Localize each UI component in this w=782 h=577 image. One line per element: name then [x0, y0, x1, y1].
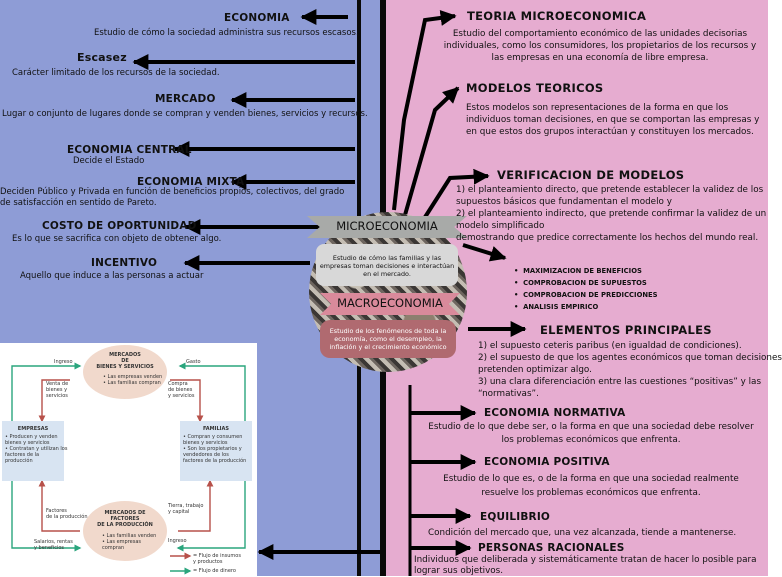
- empresas-title: EMPRESAS: [17, 426, 49, 432]
- bullet-list: • MAXIMIZACION DE BENEFICIOS • COMPROBAC…: [514, 265, 658, 313]
- mercado-title: MERCADO: [155, 93, 216, 105]
- economia-mixta-desc2: de satisfacción en sentido de Pareto.: [0, 198, 157, 208]
- economia-central-title: ECONOMIA CENTRAL: [67, 144, 192, 156]
- micro-desc: Estudio de cómo las familias y las empre…: [319, 254, 455, 278]
- teoria-title: TEORIA MICROECONOMICA: [467, 9, 647, 23]
- equilibrio-title: EQUILIBRIO: [480, 511, 551, 523]
- macro-label: MACROECONOMIA: [337, 296, 443, 310]
- elementos-line-1: 1) el supuesto ceteris paribus (en igual…: [478, 341, 742, 351]
- arrow-teoria: [392, 9, 457, 211]
- equilibrio-desc: Condición del mercado que, una vez alcan…: [428, 528, 737, 538]
- verificacion-line-5: demostrando que predice correctamente lo…: [456, 233, 759, 243]
- empresas-items: • Producen y venden bienes y servicios• …: [5, 434, 68, 464]
- verificacion-line-3: 2) el planteamiento indirecto, que prete…: [456, 209, 767, 219]
- gasto-label: Gasto: [186, 359, 201, 365]
- economia-mixta-title: ECONOMIA MIXTA: [137, 176, 245, 188]
- verificacion-line-4: modelo simplificado: [456, 221, 545, 231]
- bullet-item: • ANALISIS EMPIRICO: [514, 303, 599, 311]
- personas-line-2: lograr sus objetivos.: [414, 566, 504, 576]
- elementos-line-5: “normativas”.: [478, 389, 539, 399]
- mercado-desc: Lugar o conjunto de lugares donde se com…: [2, 109, 368, 119]
- economia-title: ECONOMIA: [224, 12, 290, 24]
- elementos-line-2: 2) el supuesto de que los agentes económ…: [478, 353, 782, 363]
- flow-arrows: [11, 362, 246, 575]
- arrow-verificacion: [418, 168, 490, 227]
- mercados-bs-items: • Las empresas venden• Las familias comp…: [103, 374, 163, 386]
- positiva-line-1: Estudio de lo que es, o de la forma en q…: [443, 474, 739, 484]
- normativa-line-2: los problemas económicos que enfrenta.: [501, 435, 681, 445]
- bullet-item: • COMPROBACION DE SUPUESTOS: [514, 279, 647, 287]
- teoria-desc: Estudio del comportamiento económico de …: [443, 29, 757, 63]
- familias-title: FAMILIAS: [202, 426, 230, 432]
- economia-desc: Estudio de cómo la sociedad administra s…: [94, 28, 359, 38]
- positiva-title: ECONOMIA POSITIVA: [484, 456, 610, 468]
- bullet-item: • COMPROBACION DE PREDICCIONES: [514, 291, 658, 299]
- bullet-item: • MAXIMIZACION DE BENEFICIOS: [514, 267, 642, 275]
- macro-desc-box: [320, 320, 456, 358]
- modelos-desc: Estos modelos son representaciones de la…: [466, 103, 760, 137]
- verificacion-line-2: supuestos básicos que fundamentan el mod…: [456, 197, 672, 207]
- escasez-desc: Carácter limitado de los recursos de la …: [12, 68, 220, 78]
- escasez-title: Escasez: [77, 51, 127, 64]
- elementos-line-3: pretenden optimizar algo.: [478, 365, 592, 375]
- elementos-title: ELEMENTOS PRINCIPALES: [540, 323, 712, 337]
- incentivo-title: INCENTIVO: [91, 257, 158, 269]
- mercados-fp-oval: [83, 501, 167, 561]
- normativa-line-1: Estudio de lo que debe ser, o la forma e…: [428, 422, 754, 432]
- incentivo-desc: Aquello que induce a las personas a actu…: [20, 271, 204, 281]
- costo-oportunidad-title: COSTO DE OPORTUNIDAD: [42, 220, 197, 232]
- verificacion-line-1: 1) el planteamiento directo, que pretend…: [456, 185, 764, 195]
- arrow-bullets: [462, 243, 507, 262]
- modelos-title: MODELOS TEORICOS: [466, 81, 604, 95]
- macro-desc: Estudio de los fenómenos de toda la econ…: [329, 327, 447, 351]
- mercados-bs-oval: [83, 345, 167, 399]
- arrow-modelos: [403, 86, 460, 216]
- familias-items: • Compran y consumen bienes y servicios•…: [183, 434, 247, 464]
- ingreso-bottom-label: Ingreso: [168, 538, 187, 544]
- legend-insumos: = Flujo de insumos y productos: [193, 553, 241, 565]
- familias-box: [180, 421, 252, 481]
- macro-ribbon: [320, 293, 460, 315]
- elementos-line-4: 3) una clara diferenciación entre las cu…: [478, 377, 762, 387]
- normativa-title: ECONOMIA NORMATIVA: [484, 407, 626, 419]
- empresas-box: [2, 421, 64, 481]
- micro-ribbon: [307, 216, 467, 238]
- economia-mixta-desc1: Deciden Público y Privada en función de …: [0, 187, 345, 197]
- costo-oportunidad-desc: Es lo que se sacrifica con objeto de obt…: [12, 234, 222, 244]
- verificacion-title: VERIFICACION DE MODELOS: [497, 168, 685, 182]
- ingreso-top-label: Ingreso: [54, 359, 73, 365]
- positiva-line-2: resuelve los problemas económicos que en…: [481, 488, 701, 498]
- micro-label: MICROECONOMIA: [336, 219, 438, 233]
- mercados-fp-items: • Las familias venden• Las empresas comp…: [102, 533, 157, 551]
- economia-central-desc: Decide el Estado: [73, 156, 145, 166]
- personas-line-1: Individuos que deliberada y sistemáticam…: [414, 555, 757, 565]
- personas-title: PERSONAS RACIONALES: [478, 542, 625, 554]
- legend-dinero: = Flujo de dinero: [193, 568, 236, 574]
- micro-desc-box: [316, 244, 458, 286]
